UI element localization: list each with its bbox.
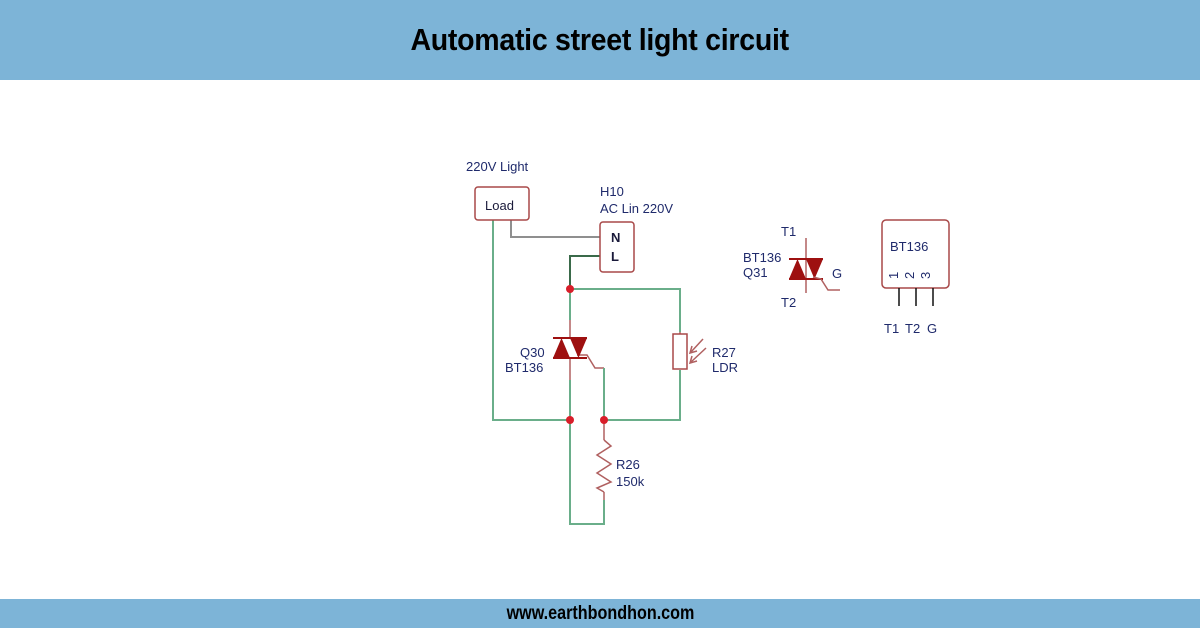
triac-q31-part: BT136 — [743, 250, 781, 265]
package-pin-number-2: 2 — [902, 272, 917, 279]
light-arrow-2 — [690, 347, 707, 363]
wire-top-to-ldr — [570, 288, 681, 332]
ldr-body — [672, 333, 688, 370]
package-pin-number-3: 3 — [918, 272, 933, 279]
page-title: Automatic street light circuit — [410, 22, 790, 57]
ac-supply-component: H10 AC Lin 220V N L — [599, 184, 673, 273]
load-component: 220V Light Load — [466, 159, 530, 221]
resistor-ref: R26 — [616, 457, 640, 472]
title-banner: Automatic street light circuit — [0, 0, 1200, 80]
resistor-zigzag — [595, 439, 613, 493]
package-part: BT136 — [890, 239, 928, 254]
light-arrow-1 — [690, 338, 704, 353]
load-caption: 220V Light — [466, 159, 529, 174]
load-label: Load — [485, 198, 514, 213]
supply-ref: H10 — [600, 184, 624, 199]
resistor-r26: R26 150k — [595, 439, 645, 493]
junction-dot-bottom-right — [600, 416, 608, 424]
supply-box — [599, 221, 635, 273]
light-arrowhead-1 — [688, 345, 698, 355]
triac-q31-right-triangle — [806, 259, 823, 279]
ldr-ref: R27 — [712, 345, 736, 360]
junction-dot-top — [566, 285, 574, 293]
supply-value: AC Lin 220V — [600, 201, 673, 216]
wire-load-to-junction — [492, 220, 570, 421]
ldr-value: LDR — [712, 360, 738, 375]
package-pin-name-3: G — [927, 321, 937, 336]
triac-q31-t1-label: T1 — [781, 224, 796, 239]
package-pin-name-2: T2 — [905, 321, 920, 336]
wires — [492, 220, 681, 525]
triac-q31-left-triangle — [789, 259, 806, 279]
triac-q30-left-triangle — [553, 338, 570, 358]
wire-ldr-to-gate — [604, 370, 681, 421]
package-pin-number-1: 1 — [886, 272, 901, 279]
triac-q30: Q30 BT136 — [505, 337, 587, 375]
light-arrowhead-2 — [688, 355, 698, 365]
footer-banner: www.earthbondhon.com — [0, 599, 1200, 628]
triac-q30-right-triangle — [570, 338, 587, 358]
bt136-package: BT136 1 2 3 T1 T2 G — [881, 219, 950, 336]
junction-dot-bottom-left — [566, 416, 574, 424]
triac-q30-part: BT136 — [505, 360, 543, 375]
triac-q31-ref: Q31 — [743, 265, 768, 280]
triac-symbol-q31: T1 T2 G BT136 Q31 — [743, 224, 842, 310]
website-link[interactable]: www.earthbondhon.com — [506, 602, 694, 624]
triac-q31-gate-label: G — [832, 266, 842, 281]
triac-q30-gate-lead — [577, 354, 604, 369]
load-box — [474, 186, 530, 221]
wire-load-to-neutral — [510, 220, 600, 238]
resistor-value: 150k — [616, 474, 645, 489]
supply-pin-l: L — [611, 249, 619, 264]
junctions — [566, 285, 608, 424]
package-pin-name-1: T1 — [884, 321, 899, 336]
ldr-r27: R27 LDR — [672, 333, 738, 375]
triac-q31-t2-label: T2 — [781, 295, 796, 310]
triac-q31-gate-lead — [812, 276, 840, 291]
wire-bottom-loop — [569, 420, 605, 525]
supply-pin-n: N — [611, 230, 620, 245]
triac-q30-ref: Q30 — [520, 345, 545, 360]
wire-line-to-junction — [569, 255, 600, 289]
